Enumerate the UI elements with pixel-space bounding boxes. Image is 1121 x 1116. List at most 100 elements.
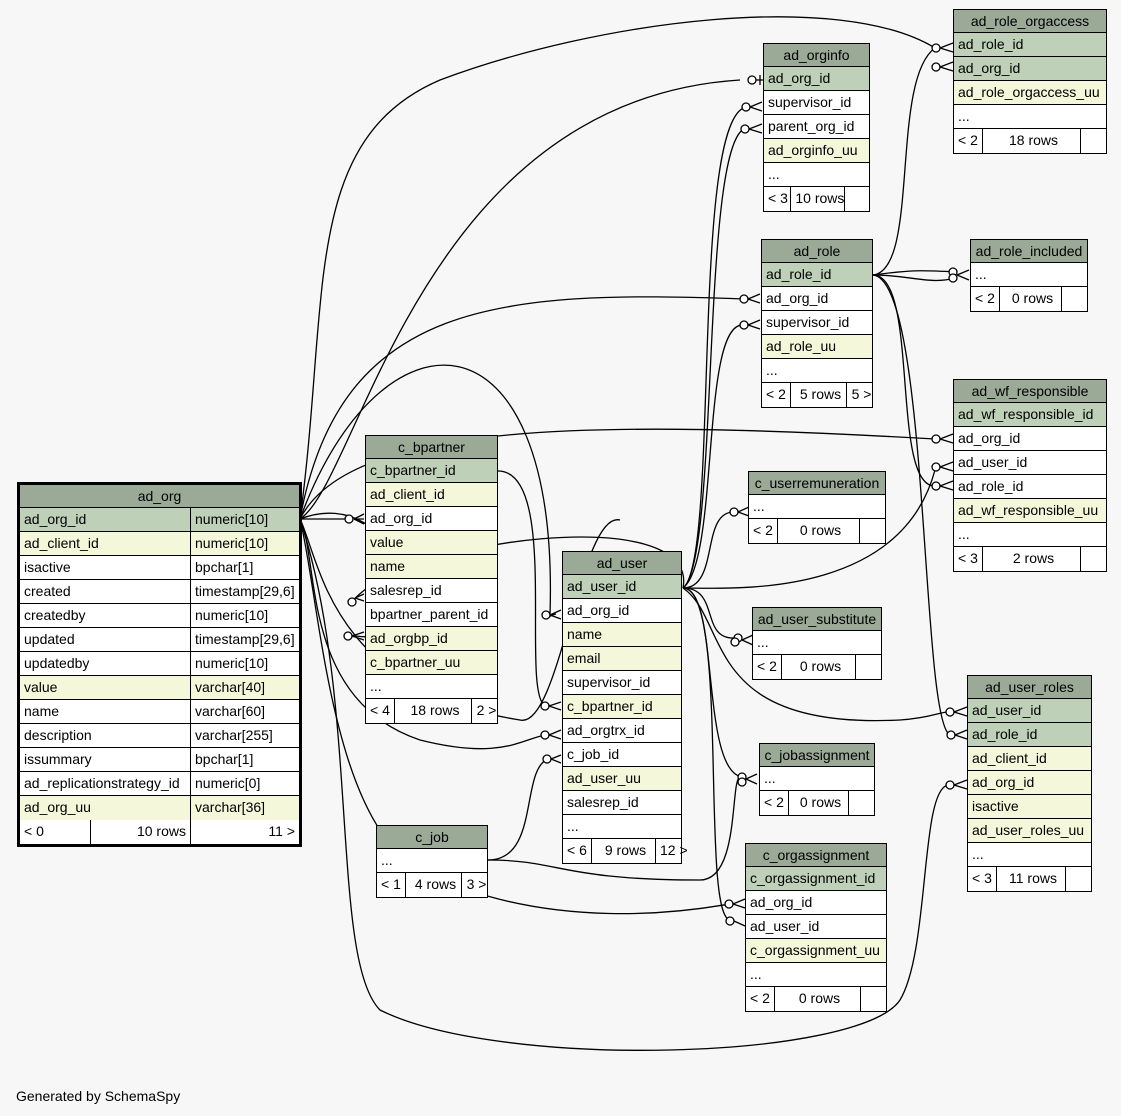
children-count[interactable]: 3 > <box>461 873 487 897</box>
children-count[interactable]: 12 > <box>655 839 688 863</box>
column-row[interactable]: ... <box>762 359 872 383</box>
column-row[interactable]: ad_user_id <box>968 699 1091 723</box>
column-row[interactable]: ... <box>366 675 497 699</box>
column-row[interactable]: ... <box>971 263 1087 287</box>
column-row[interactable]: isactive <box>968 795 1091 819</box>
children-count[interactable]: 2 > <box>471 699 497 723</box>
column-row[interactable]: ad_role_uu <box>762 335 872 359</box>
column-row[interactable]: ... <box>968 843 1091 867</box>
column-row[interactable]: ad_orgtrx_id <box>563 719 681 743</box>
column-row[interactable]: bpartner_parent_id <box>366 603 497 627</box>
column-row[interactable]: ad_user_uu <box>563 767 681 791</box>
column-row[interactable]: supervisor_id <box>764 91 869 115</box>
column-row[interactable]: ... <box>753 631 881 655</box>
parents-count[interactable]: < 3 <box>768 190 788 206</box>
children-count[interactable] <box>855 655 881 679</box>
column-row[interactable]: ad_client_id <box>366 483 497 507</box>
children-count[interactable] <box>1080 547 1106 571</box>
column-row[interactable]: c_orgassignment_id <box>746 867 886 891</box>
column-row[interactable]: salesrep_id <box>563 791 681 815</box>
column-row[interactable]: ad_client_id <box>968 747 1091 771</box>
column-row[interactable]: ad_role_id <box>762 263 872 287</box>
children-count[interactable] <box>1065 867 1091 891</box>
column-row[interactable]: ad_role_orgaccess_uu <box>954 81 1106 105</box>
parents-count[interactable]: < 1 <box>381 876 401 892</box>
parents-count[interactable]: < 4 <box>370 702 390 718</box>
parents-count[interactable]: < 2 <box>975 290 995 306</box>
column-row[interactable]: ... <box>954 105 1106 129</box>
column-row[interactable]: ad_org_id <box>764 67 869 91</box>
children-count[interactable] <box>1080 129 1106 153</box>
column-row[interactable]: ad_org_id <box>746 891 886 915</box>
parents-count[interactable]: < 3 <box>958 550 978 566</box>
column-row[interactable]: ad_orginfo_uu <box>764 139 869 163</box>
parents-count[interactable]: < 6 <box>567 842 587 858</box>
column-row[interactable]: ad_role_id <box>954 33 1106 57</box>
children-count[interactable]: 5 > <box>846 383 872 407</box>
children-count[interactable] <box>860 987 886 1011</box>
children-count[interactable] <box>844 187 869 211</box>
column-row[interactable]: ... <box>760 767 874 791</box>
children-count[interactable] <box>859 519 885 543</box>
column-row[interactable]: c_bpartner_id <box>366 459 497 483</box>
parents-count[interactable]: < 2 <box>757 658 777 674</box>
column-row[interactable]: ... <box>764 163 869 187</box>
parents-count[interactable]: < 2 <box>750 990 770 1006</box>
column-row[interactable]: ad_org_id <box>563 599 681 623</box>
column-row[interactable]: email <box>563 647 681 671</box>
column-row[interactable]: ad_wf_responsible_uu <box>954 499 1106 523</box>
parents-count[interactable]: < 2 <box>766 386 786 402</box>
column-row[interactable]: ad_user_id <box>746 915 886 939</box>
column-row[interactable]: name <box>563 623 681 647</box>
column-row[interactable]: ad_role_id <box>954 475 1106 499</box>
column-row[interactable]: ad_org_id <box>954 57 1106 81</box>
parents-count[interactable]: < 2 <box>958 132 978 148</box>
column-row[interactable]: parent_org_id <box>764 115 869 139</box>
column-row[interactable]: c_orgassignment_uu <box>746 939 886 963</box>
parents-count[interactable]: < 3 <box>972 870 992 886</box>
column-row[interactable]: ad_org_id <box>366 507 497 531</box>
column-row[interactable]: ad_user_id <box>563 575 681 599</box>
column-row[interactable]: ad_user_roles_uu <box>968 819 1091 843</box>
column-row[interactable]: name <box>366 555 497 579</box>
column-row[interactable]: ad_wf_responsible_id <box>954 403 1106 427</box>
column-row[interactable]: c_bpartner_uu <box>366 651 497 675</box>
column-row[interactable]: ... <box>563 815 681 839</box>
column-row[interactable]: c_job_id <box>563 743 681 767</box>
column-row[interactable]: ad_user_id <box>954 451 1106 475</box>
column-row[interactable]: ad_orgbp_id <box>366 627 497 651</box>
children-count[interactable]: 11 > <box>190 820 299 844</box>
column-row[interactable]: ... <box>954 523 1106 547</box>
parents-count[interactable]: < 2 <box>764 794 784 810</box>
children-count[interactable] <box>1061 287 1087 311</box>
column-row[interactable]: ... <box>746 963 886 987</box>
column-row[interactable]: ad_org_id <box>954 427 1106 451</box>
parents-count[interactable]: < 2 <box>753 522 773 538</box>
